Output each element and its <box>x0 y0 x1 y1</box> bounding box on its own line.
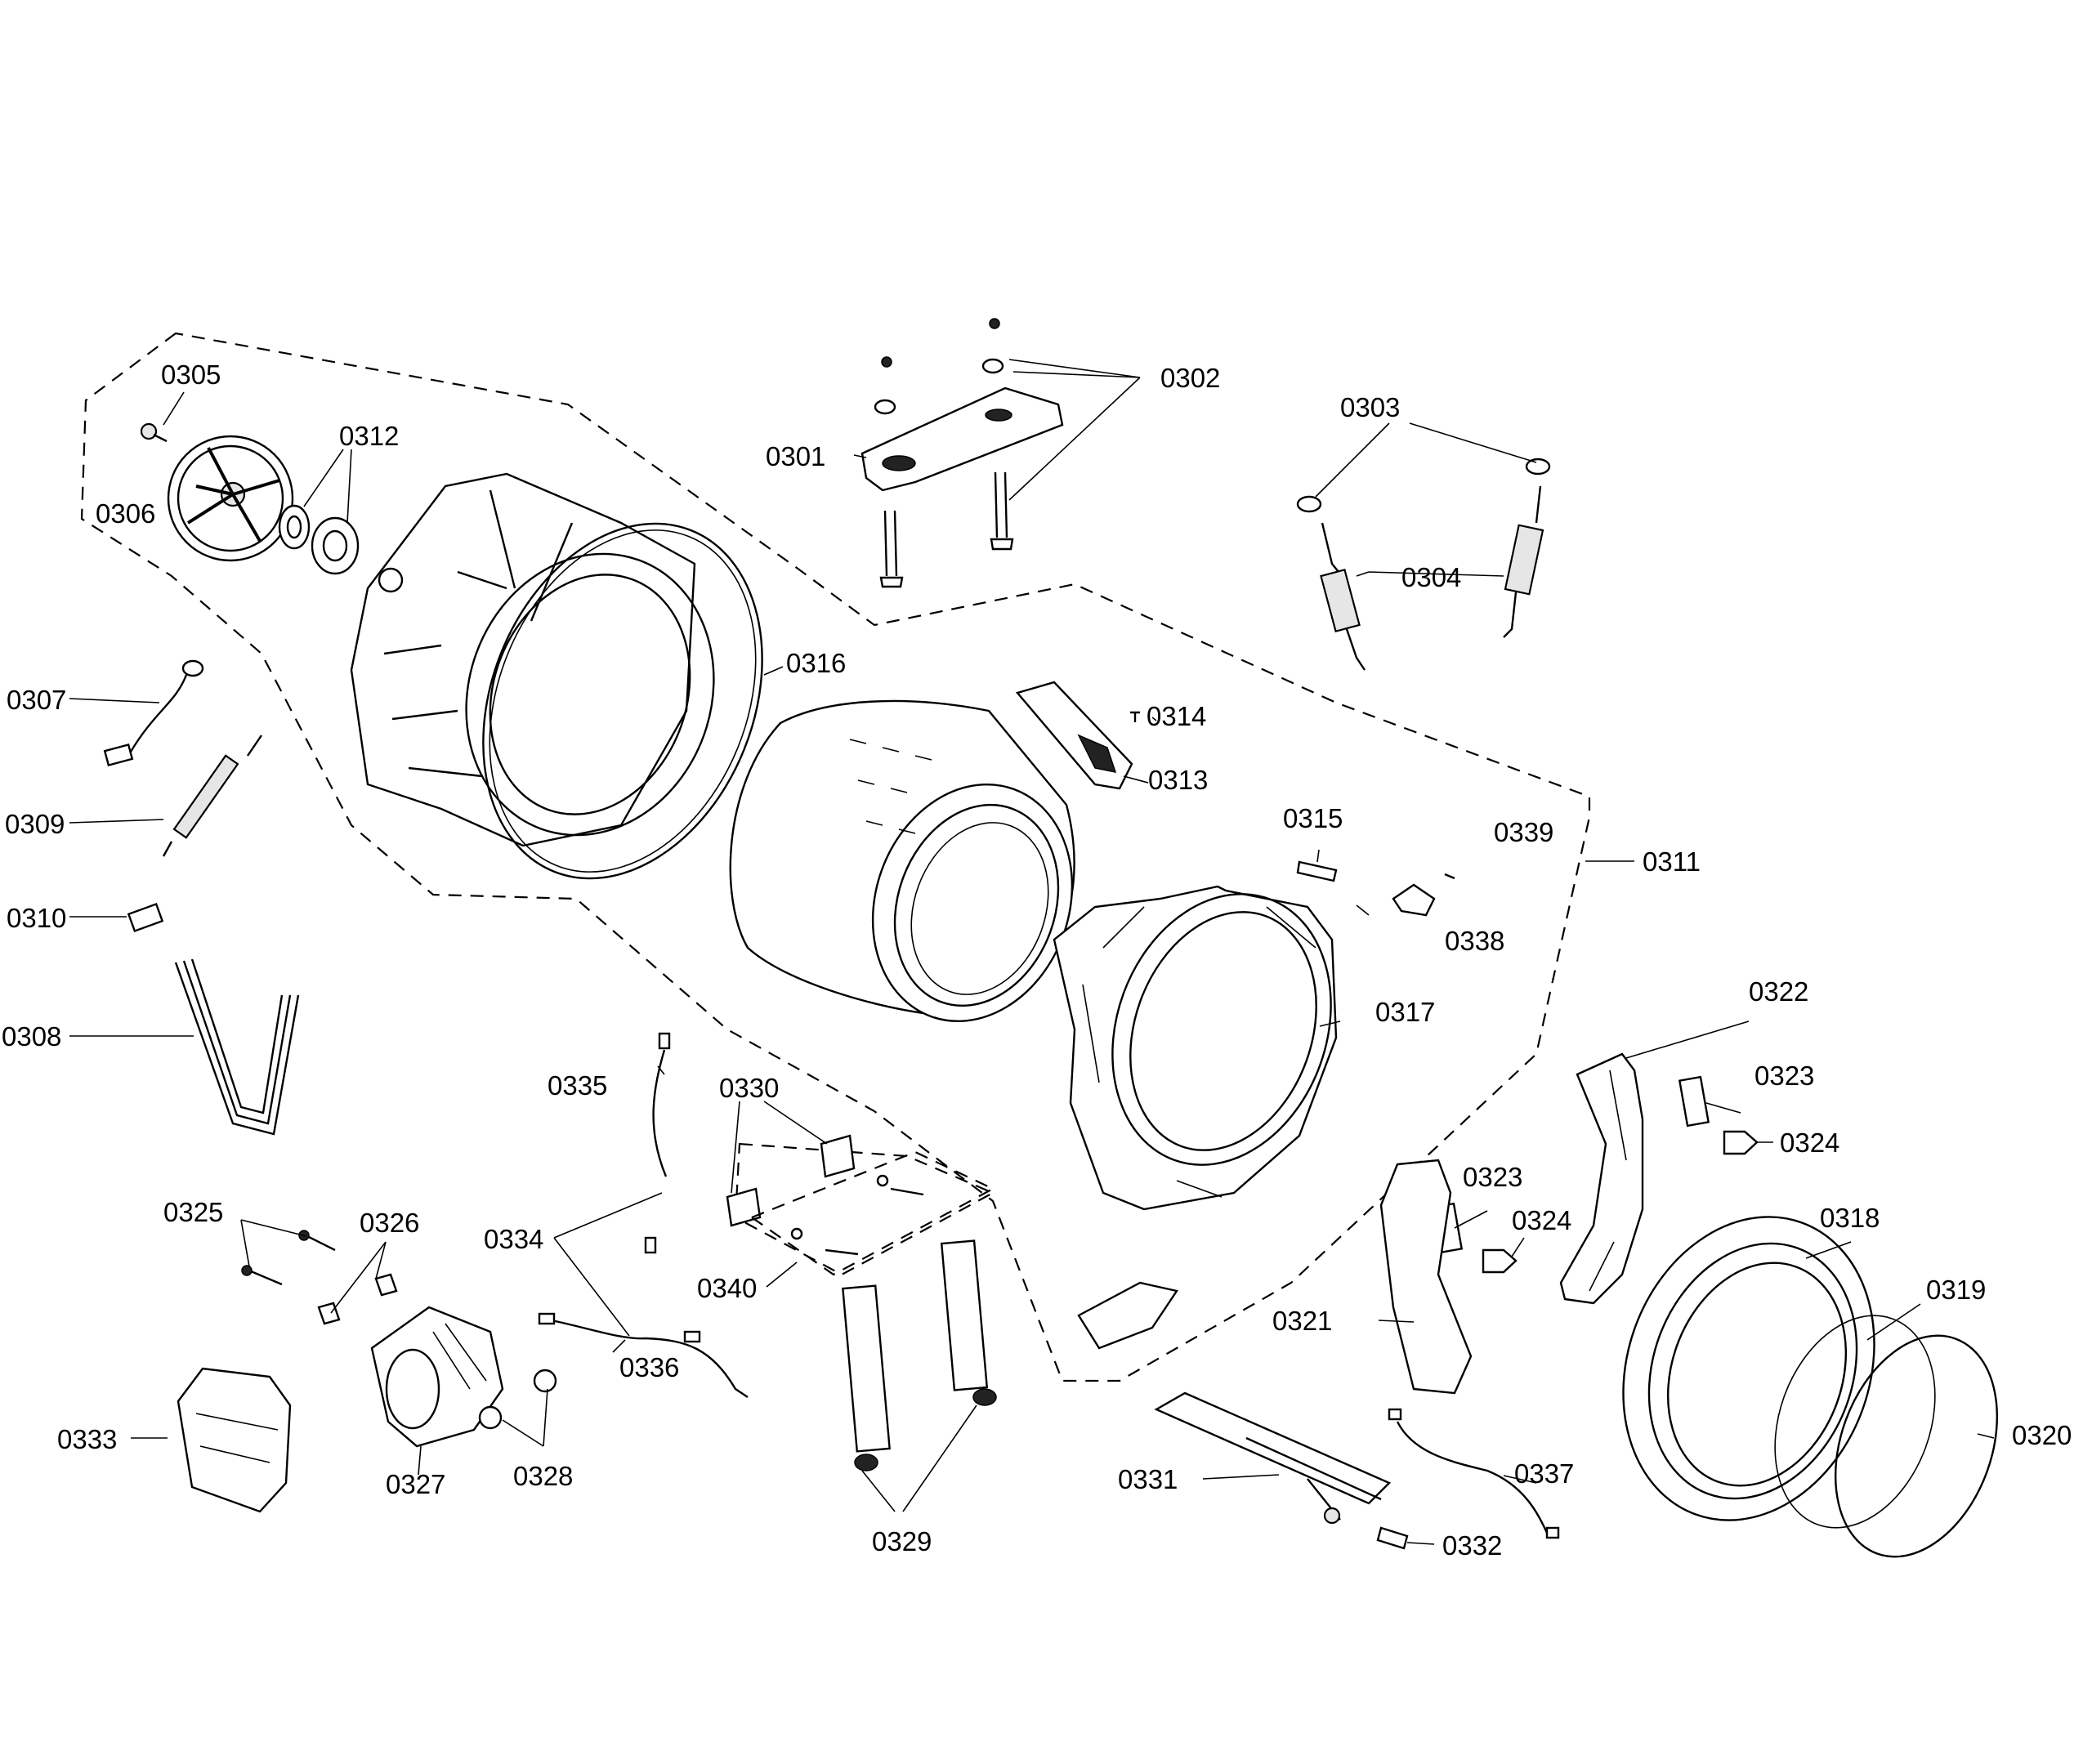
sensor-wire-part <box>644 1032 671 1254</box>
counterweight-part <box>860 386 1064 492</box>
label-0338: 0338 <box>1445 926 1504 956</box>
drum-pulley-part <box>167 435 294 562</box>
heater-wire-part <box>1388 1408 1560 1539</box>
sensor-cable-part <box>103 659 204 767</box>
counterweight-bolts-part <box>874 318 1014 588</box>
suspension-springs-part <box>1296 458 1551 671</box>
label-0305: 0305 <box>161 359 221 390</box>
label-0327: 0327 <box>386 1469 445 1499</box>
label-0304: 0304 <box>1401 562 1461 592</box>
heater-sensor-part <box>1376 1526 1409 1550</box>
label-0318: 0318 <box>1820 1203 1880 1233</box>
label-0325: 0325 <box>163 1197 223 1227</box>
rear-tub-part <box>350 472 715 847</box>
label-0320: 0320 <box>2012 1420 2072 1450</box>
label-0340: 0340 <box>697 1273 757 1303</box>
drum-part <box>729 699 1075 1023</box>
door-ring-part <box>1622 1216 1875 1521</box>
motor-bushing-part <box>317 1273 398 1325</box>
door-seal-wire-part <box>1774 1315 1936 1529</box>
shock-absorbers-part <box>842 1239 997 1471</box>
label-0310: 0310 <box>7 903 66 933</box>
tub-bracket-part <box>1077 1281 1178 1350</box>
control-module-part <box>177 1367 292 1513</box>
label-0322: 0322 <box>1749 976 1808 1007</box>
door-latch-part <box>1379 1159 1473 1395</box>
label-0335: 0335 <box>548 1070 607 1101</box>
label-0334: 0334 <box>484 1224 543 1254</box>
label-0313: 0313 <box>1148 765 1208 795</box>
label-0326: 0326 <box>360 1208 419 1238</box>
motor-bolts-part <box>241 1230 336 1286</box>
tub-screw-part <box>1296 860 1338 882</box>
label-0319: 0319 <box>1926 1275 1986 1305</box>
front-tub-part <box>1053 885 1338 1211</box>
label-0332: 0332 <box>1442 1530 1502 1561</box>
pulley-bolt-part <box>140 422 168 443</box>
label-0314: 0314 <box>1147 701 1206 731</box>
label-0303: 0303 <box>1340 392 1400 422</box>
label-0324-upper: 0324 <box>1780 1128 1839 1158</box>
label-0317: 0317 <box>1375 997 1435 1027</box>
label-0312: 0312 <box>339 421 399 451</box>
seal-clamp-part <box>1392 873 1455 917</box>
wire-harness-part <box>538 1312 749 1398</box>
label-0308: 0308 <box>2 1021 61 1052</box>
label-0328: 0328 <box>513 1461 573 1491</box>
label-0331: 0331 <box>1118 1464 1178 1494</box>
pressure-switch-part <box>726 1134 856 1227</box>
label-0321: 0321 <box>1272 1306 1332 1336</box>
motor-damper-part <box>478 1369 557 1430</box>
tub-assembly-boundary <box>80 332 1591 1382</box>
label-0306: 0306 <box>96 498 155 529</box>
drive-belt-part <box>174 958 300 1136</box>
label-0309: 0309 <box>5 809 65 839</box>
hinge-bolt-part <box>1482 1130 1759 1274</box>
label-0301: 0301 <box>766 441 825 471</box>
label-0302: 0302 <box>1160 363 1220 393</box>
drum-spring-part <box>162 735 262 857</box>
label-0333: 0333 <box>57 1424 117 1454</box>
heater-element-part <box>1154 1391 1392 1525</box>
label-0307: 0307 <box>7 685 66 715</box>
label-0316: 0316 <box>786 648 846 678</box>
label-0315: 0315 <box>1283 803 1343 833</box>
label-0336: 0336 <box>619 1352 679 1382</box>
belt-clip-part <box>127 902 164 933</box>
label-0330: 0330 <box>719 1073 779 1103</box>
switch-screws-part <box>749 1150 995 1276</box>
label-0339: 0339 <box>1494 817 1553 847</box>
door-glass-part <box>1834 1334 1999 1558</box>
part-labels: 0301 0302 0303 0304 0305 0306 0307 0308 … <box>2 359 2072 1561</box>
bearing-parts <box>278 504 360 575</box>
leader-lines <box>69 359 1995 1545</box>
door-hinge-part <box>1559 1052 1644 1305</box>
label-0324-lower: 0324 <box>1512 1205 1571 1235</box>
label-0329: 0329 <box>872 1526 932 1556</box>
tub-seal-ring-part <box>482 522 763 880</box>
label-0311: 0311 <box>1643 846 1701 877</box>
label-0337: 0337 <box>1514 1458 1574 1489</box>
label-0323-lower: 0323 <box>1463 1162 1522 1192</box>
lifter-screw-part <box>1130 711 1140 722</box>
label-0323-upper: 0323 <box>1754 1061 1814 1091</box>
